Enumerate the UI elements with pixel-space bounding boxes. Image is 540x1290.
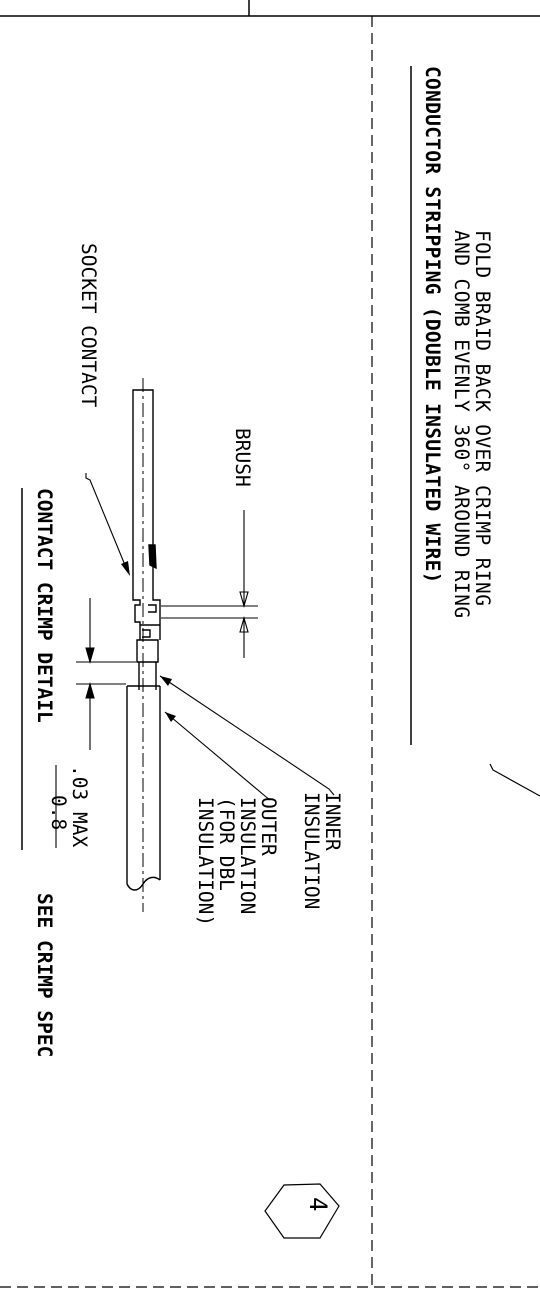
inner-insulation-line1: INNER: [321, 792, 344, 851]
contact-outline-left: [132, 418, 141, 640]
fold-braid-leader: [489, 763, 540, 797]
fold-braid-note-line2: AND COMB EVENLY 360° AROUND RING: [450, 230, 473, 618]
max-arrow-top: [85, 647, 95, 665]
inner-insulation-arrow: [160, 676, 172, 686]
crimp-detail-notch: [142, 629, 151, 638]
outer-insulation-line3: (FOR DBL: [215, 797, 238, 891]
outer-insulation-leader: [164, 711, 271, 801]
conductor-stripping-title: CONDUCTOR STRIPPING (DOUBLE INSULATED WI…: [421, 66, 444, 584]
hexagon-callout: 4: [264, 1183, 340, 1239]
brush-arrow-bottom: [239, 615, 249, 633]
contact-tube-top: [132, 389, 154, 418]
max-arrow-bottom: [85, 681, 95, 699]
contact-outline-right: [152, 418, 161, 640]
socket-contact-label: SOCKET CONTACT: [77, 243, 100, 408]
socket-contact-arrow: [121, 561, 130, 576]
outer-insulation: [126, 685, 161, 884]
see-crimp-spec: SEE CRIMP SPEC: [33, 893, 56, 1057]
outer-insulation-line2: INSULATION: [236, 797, 259, 914]
wire-break-line: [126, 876, 161, 891]
socket-contact-drawing: [126, 378, 161, 912]
crimp-barrel: [136, 639, 159, 663]
brush-label: BRUSH: [231, 428, 254, 487]
brush-dimension: [161, 510, 258, 658]
inner-insulation-leader: [159, 675, 335, 796]
inspection-hole: [148, 604, 157, 613]
fold-braid-note-line1: FOLD BRAID BACK OVER CRIMP RING: [471, 230, 494, 606]
contact-crimp-detail-title: CONTACT CRIMP DETAIL: [33, 488, 56, 723]
outer-insulation-arrow: [165, 712, 176, 722]
brush-arrow-top: [239, 591, 249, 609]
max-dimension-mm: 0.8: [47, 795, 70, 830]
max-dimension: [76, 598, 136, 750]
spring-tang: [148, 544, 157, 570]
max-dimension-inch: .03 MAX: [68, 765, 91, 847]
socket-contact-leader: [85, 473, 128, 571]
hexagon-icon: [264, 1183, 340, 1239]
outer-insulation-line4: INSULATION): [194, 797, 217, 926]
inner-insulation-line2: INSULATION: [300, 792, 323, 909]
outer-insulation-line1: OUTER: [257, 797, 280, 856]
callout-number: 4: [304, 1197, 332, 1211]
